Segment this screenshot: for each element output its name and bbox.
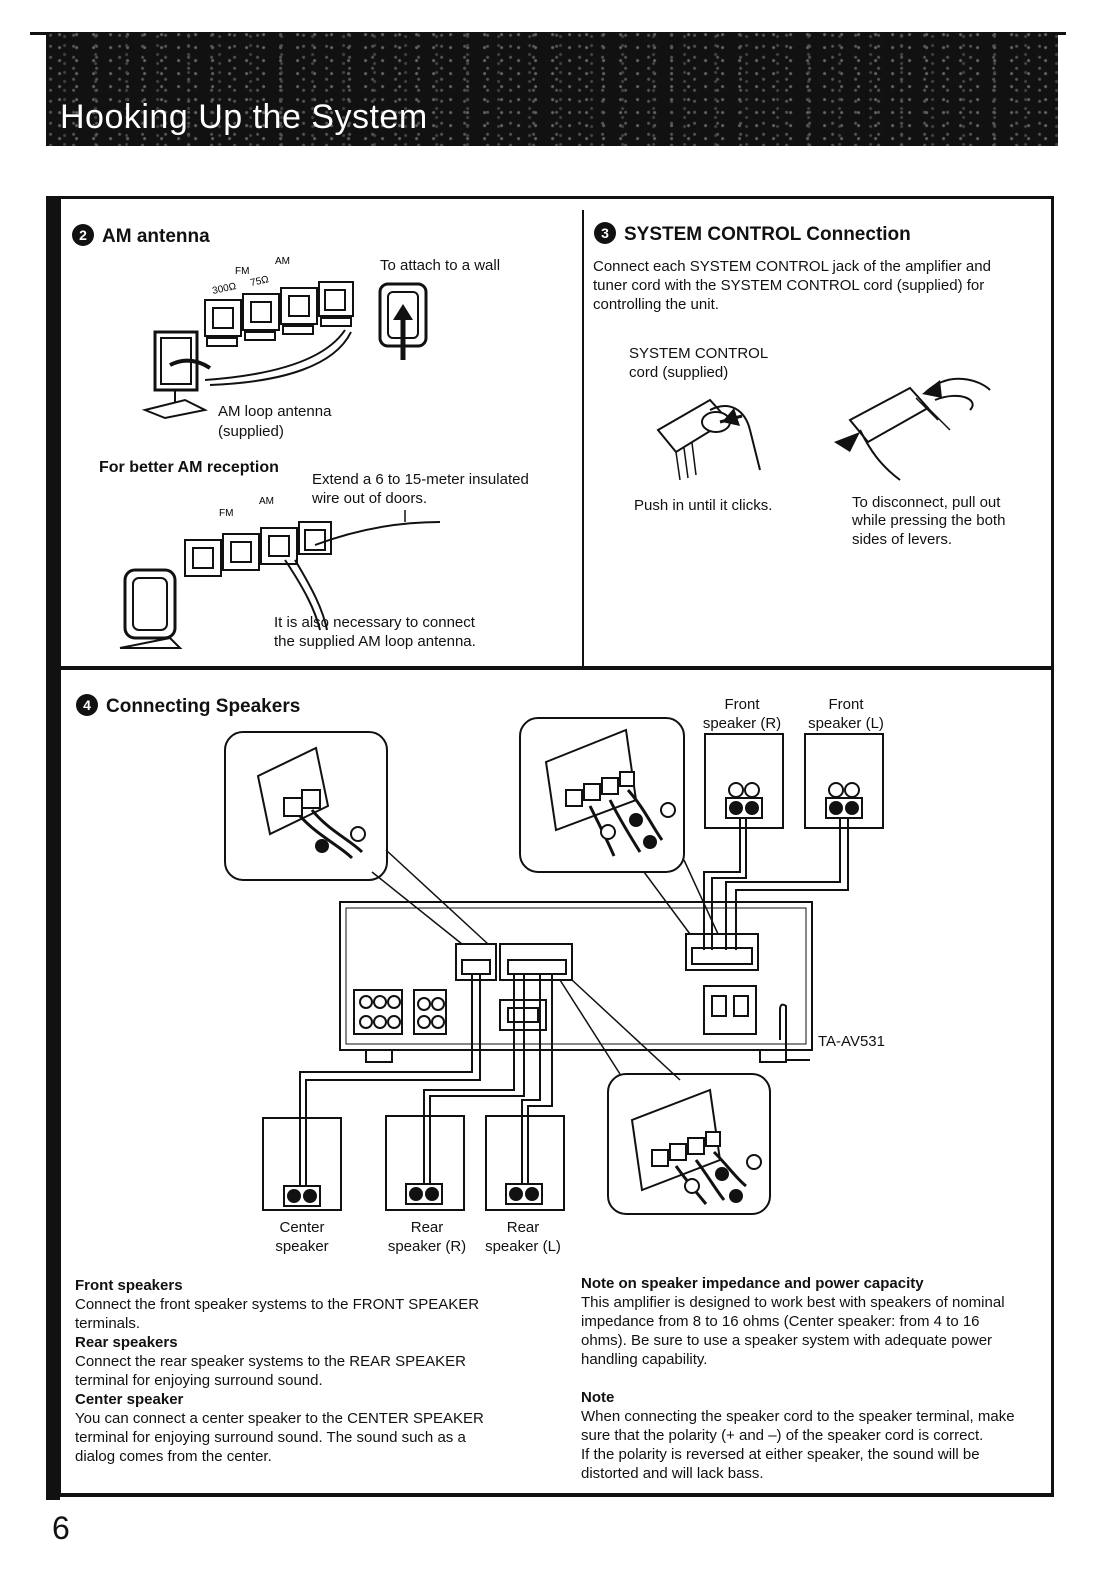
page-title: Hooking Up the System: [60, 98, 428, 136]
horizontal-divider: [60, 666, 1054, 670]
center-speaker-line1: You can connect a center speaker to the …: [75, 1410, 484, 1427]
page-number: 6: [52, 1510, 70, 1546]
front-speakers-line2: terminals.: [75, 1315, 141, 1332]
model-label: TA-AV531: [818, 1033, 885, 1050]
impedance-line4: handling capability.: [581, 1351, 708, 1368]
am-terminal-diagram: FM AM 300Ω 75Ω: [141, 256, 354, 420]
terminal-75-label: 75Ω: [249, 274, 270, 289]
wall-caption: To attach to a wall: [380, 257, 501, 274]
front-l-label-2: speaker (L): [808, 715, 884, 732]
note-line3: If the polarity is reversed at either sp…: [581, 1446, 980, 1463]
terminal-am-label: AM: [275, 256, 290, 267]
sys-desc-1: Connect each SYSTEM CONTROL jack of the …: [593, 258, 991, 275]
front-speakers-head: Front speakers: [75, 1277, 183, 1294]
am-heading-text: AM antenna: [102, 226, 210, 247]
header-banner: [46, 32, 1058, 146]
center-label-2: speaker: [275, 1238, 329, 1255]
center-speaker-line2: terminal for enjoying surround sound. Th…: [75, 1429, 466, 1446]
left-margin-bar: [46, 196, 60, 1500]
bullet-2-icon: 2: [72, 224, 94, 246]
better-am-heading: For better AM reception: [99, 459, 279, 476]
terminal-am-label-2: AM: [259, 496, 274, 507]
disconnect-caption-2: while pressing the both: [852, 512, 1006, 529]
rear-r-label-2: speaker (R): [387, 1238, 467, 1255]
center-speaker-head: Center speaker: [75, 1391, 184, 1408]
speakers-heading-text: Connecting Speakers: [106, 696, 301, 717]
rear-l-label-2: speaker (L): [485, 1238, 561, 1255]
front-speakers-line1: Connect the front speaker systems to the…: [75, 1296, 480, 1313]
front-r-label-1: Front: [724, 696, 760, 713]
extend-text-1: Extend a 6 to 15-meter insulated: [312, 471, 529, 488]
rear-r-label-1: Rear: [410, 1219, 444, 1236]
impedance-line3: ohms). Be sure to use a speaker system w…: [581, 1332, 993, 1349]
impedance-head: Note on speaker impedance and power capa…: [581, 1275, 924, 1292]
terminal-300-label: 300Ω: [211, 281, 237, 297]
cord-caption-2: cord (supplied): [629, 364, 729, 381]
bottom-rule: [60, 1494, 1054, 1497]
also-text-2: the supplied AM loop antenna.: [274, 633, 476, 650]
loop-caption-2: (supplied): [218, 423, 284, 440]
notes-right: Note on speaker impedance and power capa…: [581, 1274, 1051, 1483]
better-am-diagram: FM AM: [119, 496, 441, 649]
vertical-divider: [582, 210, 584, 666]
wall-antenna-icon: [378, 282, 428, 360]
impedance-line2: impedance from 8 to 16 ohms (Center spea…: [581, 1313, 980, 1330]
center-label-1: Center: [279, 1219, 325, 1236]
impedance-line1: This amplifier is designed to work best …: [581, 1294, 1005, 1311]
cord-caption-1: SYSTEM CONTROL: [629, 345, 769, 362]
connector-pull-diagram: [834, 377, 991, 481]
speakers-section-heading: 4 Connecting Speakers: [76, 694, 300, 718]
rear-speakers-line1: Connect the rear speaker systems to the …: [75, 1353, 467, 1370]
note-head: Note: [581, 1389, 615, 1406]
also-text-1: It is also necessary to connect: [274, 614, 475, 631]
terminal-fm-label: FM: [235, 266, 249, 277]
disconnect-caption-1: To disconnect, pull out: [852, 494, 1001, 511]
sys-heading-text: SYSTEM CONTROL Connection: [624, 224, 911, 245]
push-caption: Push in until it clicks.: [634, 497, 773, 514]
disconnect-caption-3: sides of levers.: [852, 531, 953, 548]
note-line4: distorted and will lack bass.: [581, 1465, 764, 1482]
notes-left: Front speakers Connect the front speaker…: [75, 1276, 545, 1466]
terminal-fm-label-2: FM: [219, 508, 233, 519]
rear-speakers-line2: terminal for enjoying surround sound.: [75, 1372, 323, 1389]
connector-push-diagram: [656, 398, 761, 481]
extend-text-2: wire out of doors.: [312, 490, 428, 507]
note-line2: sure that the polarity (+ and –) of the …: [581, 1427, 984, 1444]
center-speaker-line3: dialog comes from the center.: [75, 1448, 272, 1465]
note-line1: When connecting the speaker cord to the …: [581, 1408, 1015, 1425]
rear-speakers-head: Rear speakers: [75, 1334, 178, 1351]
front-r-label-2: speaker (R): [702, 715, 782, 732]
front-l-label-1: Front: [828, 696, 864, 713]
sys-desc-2: tuner cord with the SYSTEM CONTROL cord …: [593, 277, 985, 294]
sys-desc-3: controlling the unit.: [593, 296, 719, 313]
rear-l-label-1: Rear: [506, 1219, 540, 1236]
am-section-heading: 2 AM antenna: [72, 224, 210, 248]
sys-section-heading: 3 SYSTEM CONTROL Connection: [594, 222, 911, 246]
bullet-3-icon: 3: [594, 222, 616, 244]
loop-caption-1: AM loop antenna: [218, 403, 332, 420]
bullet-4-icon: 4: [76, 694, 98, 716]
